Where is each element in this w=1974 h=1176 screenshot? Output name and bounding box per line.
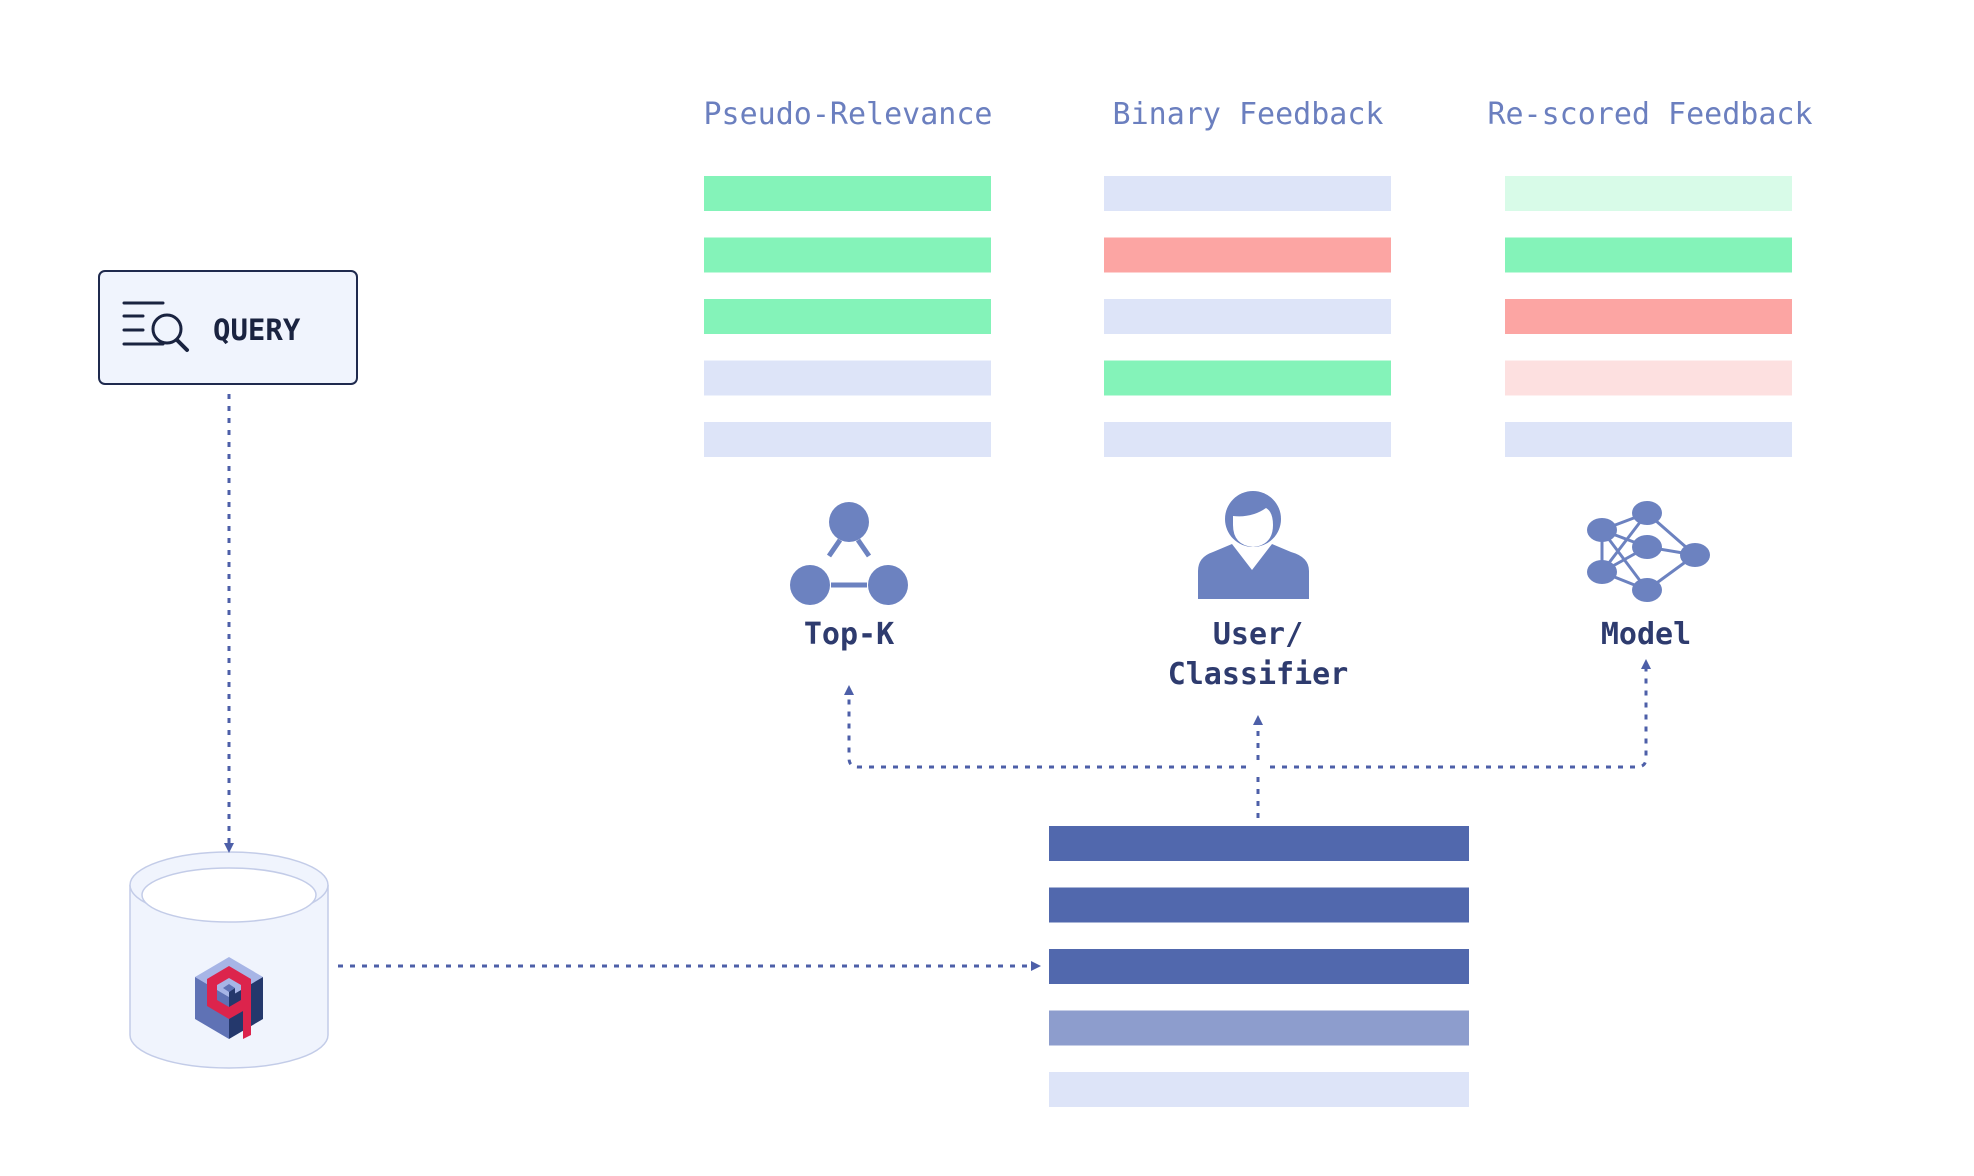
graph-nodes-icon bbox=[790, 502, 908, 605]
result-bar-4-medium bbox=[1049, 1010, 1469, 1046]
caption-model: Model bbox=[1601, 617, 1691, 652]
column-title-pseudo-relevance: Pseudo-Relevance bbox=[704, 97, 993, 132]
feedback-bars bbox=[704, 176, 1792, 457]
re-scored-feedback-bar-5-neutral bbox=[1505, 422, 1792, 457]
query-box[interactable]: QUERY bbox=[98, 270, 358, 385]
pseudo-relevance-bar-3-positive bbox=[704, 299, 991, 334]
vector-database bbox=[129, 851, 329, 1069]
connector-lines bbox=[224, 394, 1651, 971]
qdrant-logo-icon bbox=[195, 957, 263, 1039]
result-bar-5-light bbox=[1049, 1072, 1469, 1107]
column-title-re-scored-feedback: Re-scored Feedback bbox=[1487, 97, 1812, 132]
caption-user: User/ bbox=[1213, 617, 1303, 652]
pseudo-relevance-bar-4-neutral bbox=[704, 360, 991, 396]
result-bar-1-dark bbox=[1049, 826, 1469, 861]
caption-top-k: Top-K bbox=[804, 617, 894, 652]
re-scored-feedback-bar-3-negative bbox=[1505, 299, 1792, 334]
neural-network-icon bbox=[1587, 501, 1710, 602]
binary-feedback-bar-1-neutral bbox=[1104, 176, 1391, 211]
user-icon bbox=[1198, 491, 1309, 599]
result-bars bbox=[1049, 826, 1469, 1107]
binary-feedback-bar-2-negative bbox=[1104, 237, 1391, 273]
caption-classifier: Classifier bbox=[1168, 657, 1349, 692]
binary-feedback-bar-4-positive bbox=[1104, 360, 1391, 396]
re-scored-feedback-bar-1-positive-light bbox=[1505, 176, 1792, 211]
binary-feedback-bar-3-neutral bbox=[1104, 299, 1391, 334]
pseudo-relevance-bar-2-positive bbox=[704, 237, 991, 273]
column-title-binary-feedback: Binary Feedback bbox=[1113, 97, 1384, 132]
to-top-k-arrow bbox=[844, 685, 1246, 769]
binary-feedback-bar-5-neutral bbox=[1104, 422, 1391, 457]
re-scored-feedback-bar-2-positive bbox=[1505, 237, 1792, 273]
pseudo-relevance-bar-1-positive bbox=[704, 176, 991, 211]
query-label: QUERY bbox=[213, 313, 301, 347]
to-model-arrow bbox=[1270, 659, 1651, 769]
result-bar-3-dark bbox=[1049, 949, 1469, 984]
re-scored-feedback-bar-4-negative-light bbox=[1505, 360, 1792, 396]
result-bar-2-dark bbox=[1049, 887, 1469, 923]
search-list-icon bbox=[122, 301, 189, 352]
pseudo-relevance-bar-5-neutral bbox=[704, 422, 991, 457]
